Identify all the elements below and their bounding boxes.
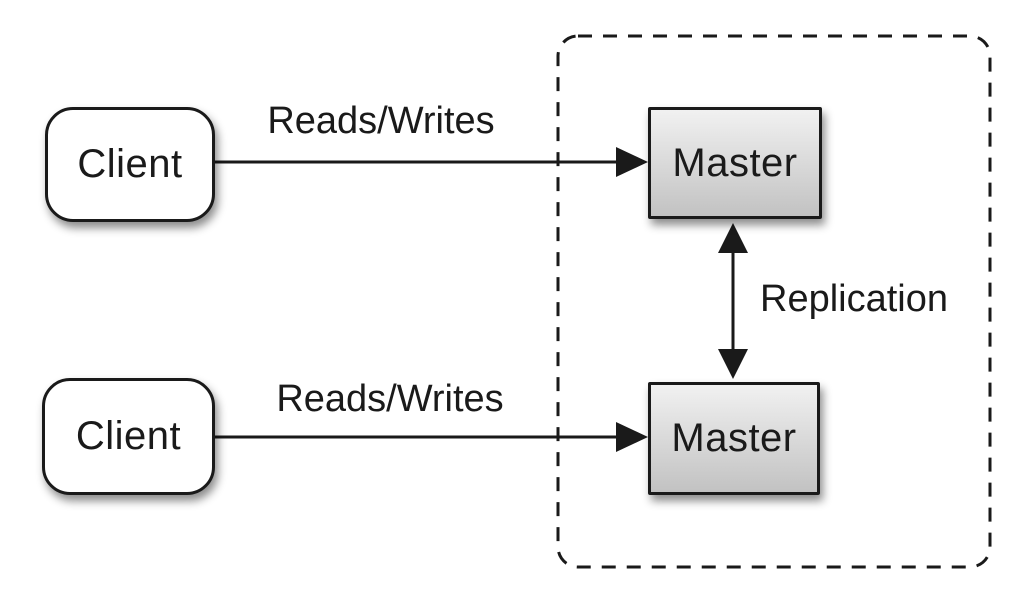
master-top-label: Master	[672, 140, 798, 185]
arrowhead-down-icon	[718, 349, 748, 379]
client-top-node: Client	[45, 107, 215, 222]
reads-writes-bottom-label: Reads/Writes	[276, 378, 504, 420]
client-bottom-label: Client	[75, 414, 182, 458]
reads-writes-top-label: Reads/Writes	[267, 100, 495, 142]
arrowhead-right-icon	[616, 147, 648, 177]
arrowhead-right-icon	[616, 422, 648, 452]
master-bottom-label: Master	[671, 416, 797, 460]
client-top-label: Client	[77, 142, 183, 186]
replication-label: Replication	[760, 278, 948, 320]
arrowhead-up-icon	[718, 223, 748, 253]
client-bottom-node: Client	[42, 378, 215, 495]
master-top-node: Master	[648, 107, 822, 219]
master-bottom-node: Master	[648, 382, 820, 495]
